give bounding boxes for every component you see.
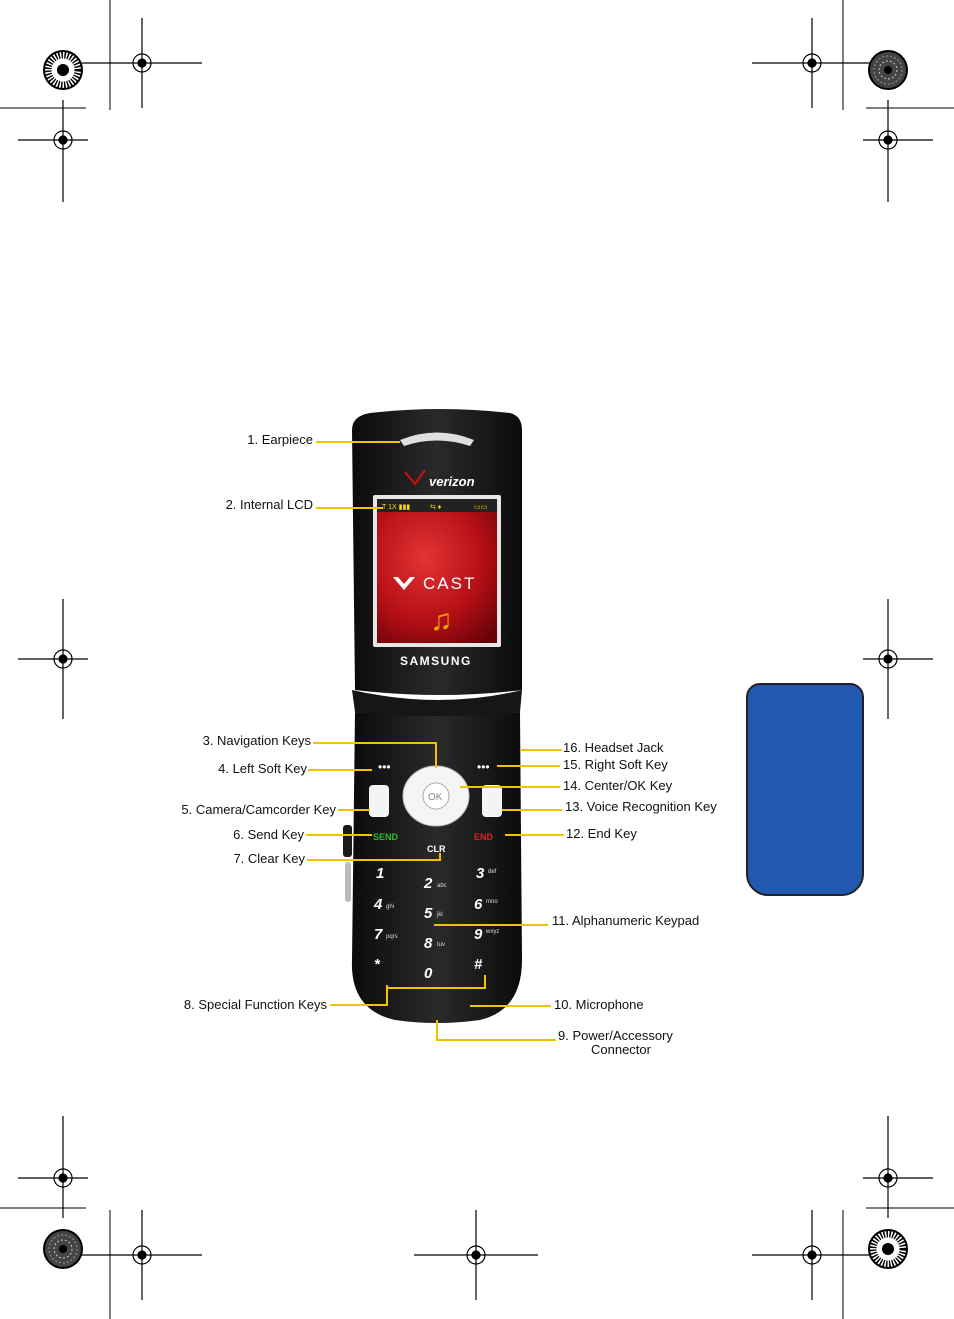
- svg-text:7: 7: [374, 926, 383, 943]
- callout-center-ok-key: 14. Center/OK Key: [563, 778, 673, 793]
- callout-camera-key: 5. Camera/Camcorder Key: [181, 802, 336, 817]
- svg-text:SEND: SEND: [373, 832, 399, 842]
- ok-key: [422, 782, 450, 810]
- svg-text:♫: ♫: [430, 604, 453, 637]
- callout-earpiece: 1. Earpiece: [247, 432, 313, 447]
- svg-text:5: 5: [424, 905, 433, 922]
- callout-clear-key: 7. Clear Key: [233, 851, 305, 866]
- earpiece: [400, 432, 474, 446]
- callout-alphanumeric-keypad: 11. Alphanumeric Keypad: [552, 913, 700, 928]
- callout-microphone: 10. Microphone: [554, 997, 644, 1012]
- svg-text:T 1X ▮▮▮: T 1X ▮▮▮: [382, 504, 410, 511]
- brand-samsung: SAMSUNG: [400, 654, 472, 668]
- svg-text:mno: mno: [486, 899, 498, 905]
- svg-text:1: 1: [376, 865, 384, 882]
- svg-text:2: 2: [423, 875, 433, 892]
- svg-text:•••: •••: [378, 760, 391, 774]
- callout-internal-lcd: 2. Internal LCD: [225, 497, 313, 512]
- callout-right-soft-key: 15. Right Soft Key: [563, 757, 668, 772]
- svg-text:tuv: tuv: [437, 942, 445, 948]
- svg-text:*: *: [374, 956, 381, 973]
- svg-text:▭▭: ▭▭: [474, 504, 487, 511]
- svg-text:END: END: [474, 832, 494, 842]
- svg-text:8: 8: [424, 935, 433, 952]
- svg-text:jkl: jkl: [436, 912, 443, 918]
- section-tab: [746, 683, 864, 896]
- callout-left-soft-key: 4. Left Soft Key: [218, 761, 307, 776]
- cast-text: CAST: [423, 574, 476, 593]
- callout-navigation-keys: 3. Navigation Keys: [202, 733, 311, 748]
- callout-headset-jack: 16. Headset Jack: [563, 740, 664, 755]
- callout-special-function-keys: 8. Special Function Keys: [183, 997, 327, 1012]
- svg-text:pqrs: pqrs: [386, 934, 398, 940]
- svg-text:9: 9: [474, 926, 483, 943]
- callout-voice-recognition-key: 13. Voice Recognition Key: [565, 799, 717, 814]
- phone-body: [351, 712, 522, 1023]
- callout-power-connector: 9. Power/Accessory: [558, 1028, 673, 1043]
- svg-text:#: #: [474, 956, 483, 973]
- svg-text:3: 3: [476, 865, 485, 882]
- svg-text:•••: •••: [477, 760, 490, 774]
- brand-verizon: verizon: [429, 474, 475, 489]
- svg-text:0: 0: [424, 965, 433, 982]
- svg-text:⇆ ♦: ⇆ ♦: [430, 504, 442, 511]
- svg-text:wxyz: wxyz: [485, 929, 499, 935]
- callout-end-key: 12. End Key: [566, 826, 637, 841]
- svg-text:4: 4: [373, 896, 383, 913]
- svg-text:CLR: CLR: [427, 844, 446, 854]
- svg-text:def: def: [488, 869, 497, 875]
- callout-send-key: 6. Send Key: [233, 827, 304, 842]
- registration-starbursts: [43, 50, 908, 1269]
- svg-text:OK: OK: [428, 792, 443, 803]
- svg-text:6: 6: [474, 896, 483, 913]
- svg-text:abc: abc: [437, 883, 447, 889]
- svg-text:ghi: ghi: [386, 904, 394, 910]
- callout-power-connector-2: Connector: [591, 1042, 651, 1057]
